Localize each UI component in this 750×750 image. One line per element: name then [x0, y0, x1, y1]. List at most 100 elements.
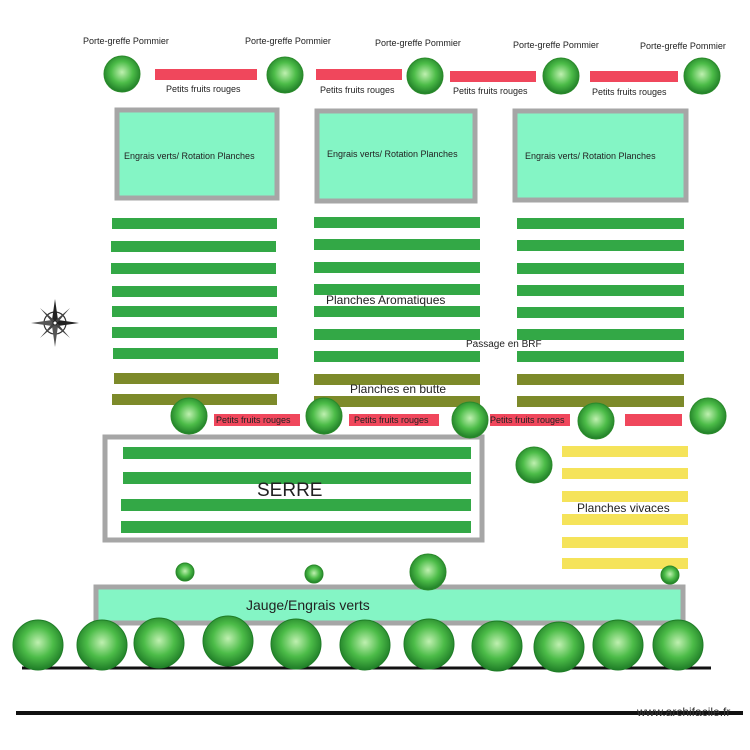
red-fruit-label: Petits fruits rouges	[320, 85, 395, 95]
greenhouse-bed	[123, 447, 471, 459]
perennial-bed	[562, 537, 688, 548]
red-fruit-label: Petits fruits rouges	[592, 87, 667, 97]
greenhouse-label: SERRE	[257, 480, 323, 501]
hedge-tree-icon	[403, 618, 455, 670]
red-fruit-label: Petits fruits rouges	[453, 86, 528, 96]
red-fruit-strip	[155, 69, 257, 80]
bed	[517, 263, 684, 274]
watermark: www.archifacile.fr	[637, 705, 731, 719]
red-fruit-label: Petits fruits rouges	[166, 84, 241, 94]
small-bush-icon	[660, 565, 680, 585]
perennial-beds-label: Planches vivaces	[577, 501, 670, 515]
nursery-zone	[93, 584, 686, 626]
hedge-tree-icon	[76, 619, 128, 671]
bed	[517, 351, 684, 362]
red-fruit-strip	[490, 414, 570, 426]
hedge-tree-icon	[592, 619, 644, 671]
rootstock-label: Porte-greffe Pommier	[83, 36, 169, 46]
greenhouse-bed	[121, 499, 471, 511]
bed	[112, 306, 277, 317]
red-fruit-strip	[214, 414, 300, 426]
bed	[517, 285, 684, 296]
rotation-zone-2	[314, 108, 478, 204]
small-bush-icon	[304, 564, 324, 584]
bed	[113, 348, 278, 359]
hedge-tree-icon	[202, 615, 254, 667]
red-fruit-strip	[625, 414, 682, 426]
bed-column-middle	[314, 217, 480, 407]
bed	[314, 262, 480, 273]
raised-bed	[517, 396, 684, 407]
hedge-tree-icon	[533, 621, 585, 673]
trees	[12, 55, 727, 673]
small-bush-icon	[175, 562, 195, 582]
red-fruit-strip	[450, 71, 536, 82]
perennial-bed	[562, 558, 688, 569]
tree-icon	[515, 446, 553, 484]
raised-beds-label: Planches en butte	[350, 382, 447, 396]
perennial-beds	[562, 446, 688, 569]
bed	[111, 263, 276, 274]
perennial-bed	[562, 468, 688, 479]
tree-icon	[266, 56, 304, 94]
red-fruit-label: Petits fruits rouges	[490, 415, 565, 425]
hedge-tree-icon	[12, 619, 64, 671]
tree-icon	[683, 57, 721, 95]
hedge-tree-icon	[652, 619, 704, 671]
rotation-zone-label: Engrais verts/ Rotation Planches	[124, 151, 255, 161]
bed	[314, 217, 480, 228]
bed-column-right	[517, 218, 684, 407]
bed-column-left	[111, 218, 279, 405]
red-fruit-strip	[316, 69, 402, 80]
bed	[111, 241, 276, 252]
hedge-tree-icon	[339, 619, 391, 671]
bed	[517, 307, 684, 318]
tree-icon	[170, 397, 208, 435]
tree-icon	[103, 55, 141, 93]
bed	[314, 306, 480, 317]
bed	[314, 351, 480, 362]
aromatic-beds-label: Planches Aromatiques	[326, 293, 446, 307]
bed	[112, 218, 277, 229]
perennial-bed	[562, 446, 688, 457]
hedge-tree-icon	[133, 617, 185, 669]
bed	[112, 286, 277, 297]
rotation-zone-label: Engrais verts/ Rotation Planches	[327, 149, 458, 159]
greenhouse	[102, 434, 485, 543]
red-fruit-label: Petits fruits rouges	[354, 415, 429, 425]
rootstock-label: Porte-greffe Pommier	[513, 40, 599, 50]
tree-icon	[305, 397, 343, 435]
tree-icon	[577, 402, 615, 440]
bed	[517, 329, 684, 340]
rotation-zone-1	[114, 107, 280, 201]
bed	[517, 240, 684, 251]
top-red-fruit-strips	[155, 69, 678, 82]
tree-icon	[542, 57, 580, 95]
hedge-tree-icon	[471, 620, 523, 672]
raised-bed	[314, 374, 480, 385]
red-fruit-strip	[590, 71, 678, 82]
bed	[314, 239, 480, 250]
bed	[314, 329, 480, 340]
raised-bed	[114, 373, 279, 384]
tree-icon	[689, 397, 727, 435]
rootstock-label: Porte-greffe Pommier	[245, 36, 331, 46]
bed	[517, 218, 684, 229]
greenhouse-bed	[121, 521, 471, 533]
compass-rose-icon	[31, 299, 79, 347]
perennial-bed	[562, 514, 688, 525]
raised-bed	[314, 396, 480, 407]
red-fruit-label: Petits fruits rouges	[216, 415, 291, 425]
rotation-zone-label: Engrais verts/ Rotation Planches	[525, 151, 656, 161]
bed	[314, 284, 480, 295]
nursery-zone-label: Jauge/Engrais verts	[246, 597, 370, 613]
tree-icon	[409, 553, 447, 591]
tree-icon	[451, 401, 489, 439]
hedge-tree-icon	[270, 618, 322, 670]
rotation-zone-3	[512, 108, 689, 203]
red-fruit-strip	[349, 414, 439, 426]
rootstock-label: Porte-greffe Pommier	[640, 41, 726, 51]
greenhouse-bed	[123, 472, 471, 484]
raised-bed	[517, 374, 684, 385]
